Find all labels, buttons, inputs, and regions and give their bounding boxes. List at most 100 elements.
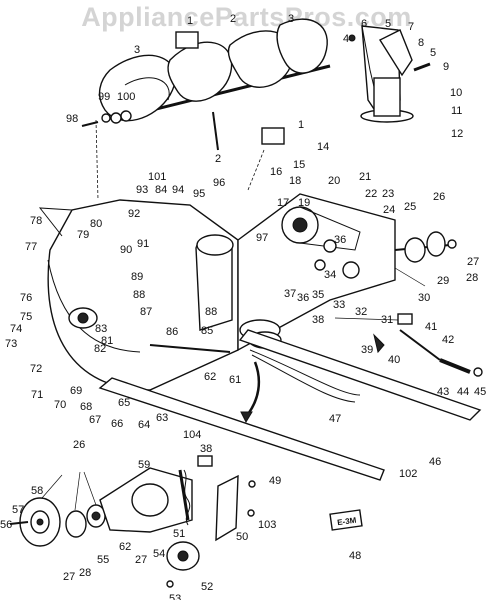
- callout-c72: 72: [30, 363, 42, 375]
- callout-c33: 33: [333, 299, 345, 311]
- callout-c89: 89: [131, 271, 143, 283]
- callout-c85: 85: [201, 325, 213, 337]
- callout-c97: 97: [256, 232, 268, 244]
- callout-c32: 32: [355, 306, 367, 318]
- callout-c6: 6: [361, 18, 367, 30]
- callout-c35: 35: [312, 289, 324, 301]
- callout-c3b: 3: [134, 44, 140, 56]
- callout-c9: 9: [443, 61, 449, 73]
- callout-c66: 66: [111, 418, 123, 430]
- callout-c14: 14: [317, 141, 329, 153]
- callout-c84: 84: [155, 184, 167, 196]
- callout-c64: 64: [138, 419, 150, 431]
- auger-housing: [38, 199, 239, 391]
- callout-c25: 25: [404, 201, 416, 213]
- callout-c90: 90: [120, 244, 132, 256]
- callout-c83: 83: [95, 323, 107, 335]
- callout-c78: 78: [30, 215, 42, 227]
- auger-assembly: [81, 18, 331, 201]
- callout-c5b: 5: [430, 47, 436, 59]
- callout-c100: 100: [117, 91, 135, 103]
- callout-c77: 77: [25, 241, 37, 253]
- callout-c67: 67: [89, 414, 101, 426]
- callout-c18: 18: [289, 175, 301, 187]
- callout-c101: 101: [148, 171, 166, 183]
- callout-c91: 91: [137, 238, 149, 250]
- callout-c30: 30: [418, 292, 430, 304]
- callout-c44: 44: [457, 386, 469, 398]
- callout-c54: 54: [153, 548, 165, 560]
- callout-c62a: 62: [204, 371, 216, 383]
- drive-frame: [237, 193, 457, 352]
- callout-c36a: 36: [334, 234, 346, 246]
- callout-c28a: 28: [466, 272, 478, 284]
- callout-c70: 70: [54, 399, 66, 411]
- callout-c58: 58: [31, 485, 43, 497]
- callout-c76: 76: [20, 292, 32, 304]
- callout-c16: 16: [270, 166, 282, 178]
- callout-c24: 24: [383, 204, 395, 216]
- callout-c96: 96: [213, 177, 225, 189]
- callout-c8: 8: [418, 37, 424, 49]
- callout-c46: 46: [429, 456, 441, 468]
- bearing-bracket: [261, 127, 285, 145]
- callout-c52: 52: [201, 581, 213, 593]
- callout-c57: 57: [12, 504, 24, 516]
- callout-c10: 10: [450, 87, 462, 99]
- callout-c36b: 36: [297, 292, 309, 304]
- callout-c56: 56: [0, 519, 12, 531]
- callout-c29: 29: [437, 275, 449, 287]
- svg-text:E-3M: E-3M: [337, 516, 358, 528]
- callout-c4: 4: [343, 33, 349, 45]
- callout-c88a: 88: [133, 289, 145, 301]
- callout-c19: 19: [298, 197, 310, 209]
- callout-c92: 92: [128, 208, 140, 220]
- callout-c50: 50: [236, 531, 248, 543]
- callout-c38b: 38: [200, 443, 212, 455]
- callout-c1b: 1: [298, 119, 304, 131]
- callout-c86: 86: [166, 326, 178, 338]
- callout-c71: 71: [31, 389, 43, 401]
- callout-c34: 34: [324, 269, 336, 281]
- auger-bracket: [175, 31, 199, 49]
- callout-c53: 53: [169, 593, 181, 600]
- callout-c87: 87: [140, 306, 152, 318]
- callout-c43: 43: [437, 386, 449, 398]
- callout-c80: 80: [90, 218, 102, 230]
- callout-c51: 51: [173, 528, 185, 540]
- callout-c104: 104: [183, 429, 201, 441]
- callout-c95: 95: [193, 188, 205, 200]
- callout-c68: 68: [80, 401, 92, 413]
- callout-c23: 23: [382, 188, 394, 200]
- callout-c31: 31: [381, 314, 393, 326]
- callout-c93: 93: [136, 184, 148, 196]
- callout-c7: 7: [408, 21, 414, 33]
- callout-c26a: 26: [433, 191, 445, 203]
- callout-c48: 48: [349, 550, 361, 562]
- callout-c42: 42: [442, 334, 454, 346]
- callout-c88b: 88: [205, 306, 217, 318]
- callout-c11: 11: [451, 105, 462, 117]
- callout-c103: 103: [258, 519, 276, 531]
- callout-c49: 49: [269, 475, 281, 487]
- callout-c38a: 38: [312, 314, 324, 326]
- callout-c45: 45: [474, 386, 486, 398]
- callout-c98: 98: [66, 113, 78, 125]
- callout-c63: 63: [156, 412, 168, 424]
- callout-c59: 59: [138, 459, 150, 471]
- chute-assembly: [348, 25, 431, 123]
- callout-c99: 99: [98, 91, 110, 103]
- callout-c27b: 27: [135, 554, 147, 566]
- callout-c94: 94: [172, 184, 184, 196]
- callout-c1: 1: [187, 15, 193, 27]
- decal-48: E-3M: [329, 509, 363, 531]
- callout-c81: 81: [101, 335, 113, 347]
- callout-c2: 2: [230, 13, 236, 25]
- callout-c102: 102: [399, 468, 417, 480]
- callout-c26b: 26: [73, 439, 85, 451]
- callout-c73: 73: [5, 338, 17, 350]
- callout-c74: 74: [10, 323, 22, 335]
- callout-c12: 12: [451, 128, 463, 140]
- callout-c27a: 27: [467, 256, 479, 268]
